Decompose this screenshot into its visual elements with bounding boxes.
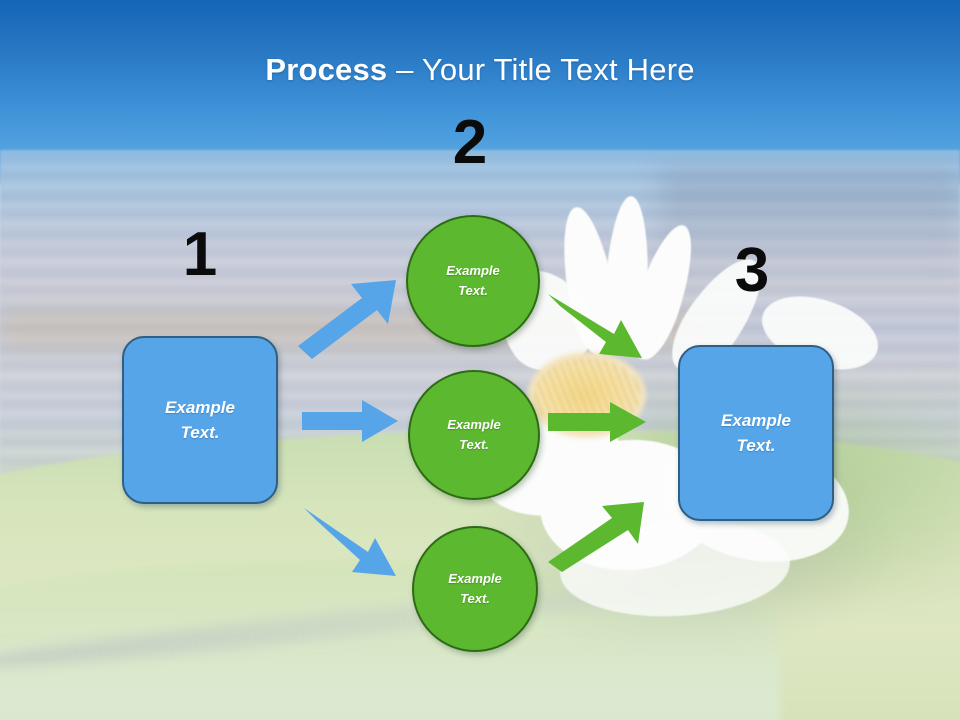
process-circle-3-line2: Text. (460, 591, 490, 606)
page-title: Process – Your Title Text Here (0, 52, 960, 88)
arrow-left-to-circle-2 (302, 400, 398, 442)
page-title-rest: – Your Title Text Here (387, 52, 695, 87)
arrow-left-to-circle-3 (304, 508, 396, 576)
page-title-bold: Process (265, 52, 388, 87)
step-number-1: 1 (182, 220, 218, 289)
arrow-left-to-circle-1 (298, 280, 396, 359)
water-shadow-right (660, 170, 960, 290)
process-circle-2-line2: Text. (459, 437, 489, 452)
step-number-3: 3 (734, 236, 770, 305)
process-circle-3-line1: Example (448, 570, 502, 586)
process-circle-3-text: Example Text. (448, 569, 501, 609)
process-circle-2-text: Example Text. (447, 415, 500, 455)
arrow-circle-3-to-right (548, 502, 644, 572)
process-box-left[interactable]: Example Text. (122, 336, 278, 504)
process-circle-2[interactable]: Example Text. (408, 370, 540, 500)
process-box-right[interactable]: Example Text. (678, 345, 834, 521)
process-box-left-line1: Example (165, 397, 235, 417)
process-box-right-line1: Example (721, 410, 791, 430)
arrow-circle-1-to-right (548, 294, 642, 358)
arrow-circle-2-to-right (548, 402, 646, 442)
process-circle-1-text: Example Text. (446, 261, 499, 301)
process-circle-1-line2: Text. (458, 283, 488, 298)
process-circle-1[interactable]: Example Text. (406, 215, 540, 347)
process-box-right-text: Example Text. (721, 408, 791, 459)
process-box-left-line2: Text. (180, 423, 220, 442)
step-number-2: 2 (452, 108, 488, 177)
process-circle-3[interactable]: Example Text. (412, 526, 538, 652)
process-circle-2-line1: Example (447, 416, 501, 432)
process-box-right-line2: Text. (736, 436, 776, 455)
process-box-left-text: Example Text. (165, 395, 235, 446)
process-circle-1-line1: Example (446, 262, 500, 278)
